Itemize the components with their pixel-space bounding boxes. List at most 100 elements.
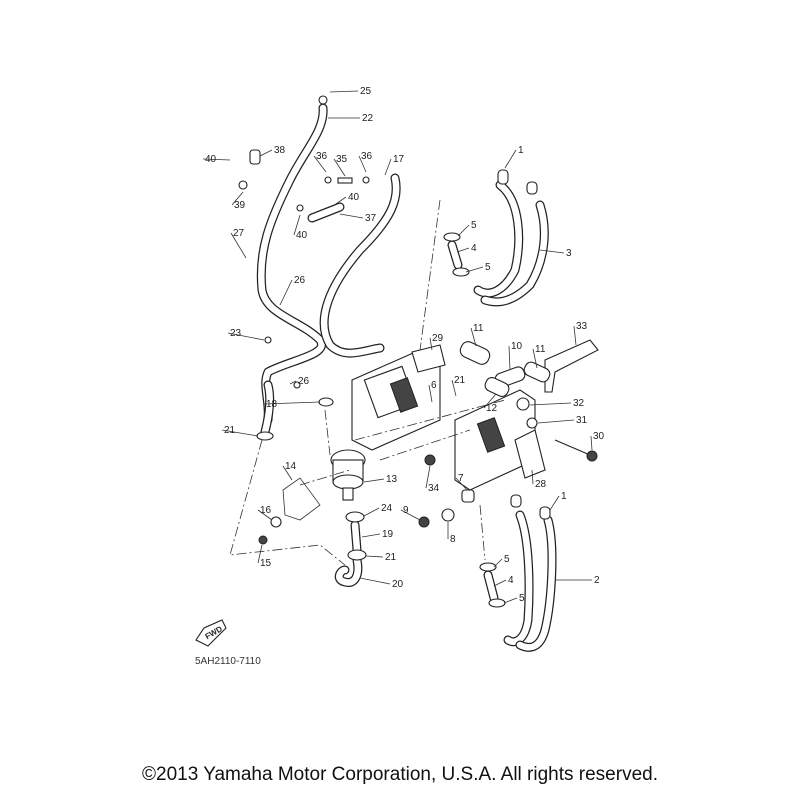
callout-label: 4 [508, 575, 514, 586]
callout-label: 21 [454, 375, 466, 386]
pipe-3 [473, 180, 549, 307]
callout-leader-line [425, 465, 431, 489]
callout-leader-line [339, 213, 364, 219]
callout-leader-line [263, 401, 321, 405]
callout-label: 10 [511, 341, 523, 352]
bracket-29 [411, 344, 446, 373]
callout-label: 14 [285, 461, 297, 472]
callout-leader-line [532, 348, 538, 369]
callout-label: 16 [260, 505, 272, 516]
bracket-33 [544, 339, 599, 393]
callout-label: 40 [348, 192, 360, 203]
callout-label: 11 [535, 344, 546, 355]
hose-19 [350, 520, 362, 555]
pipes-10-11-12 [459, 341, 551, 397]
callout-label: 40 [205, 154, 217, 165]
callout-label: 4 [471, 243, 477, 254]
callout-leader-line [230, 232, 247, 259]
callout-leader-line [531, 469, 534, 485]
callout-label: 17 [393, 154, 405, 165]
assembly-lines [229, 199, 506, 566]
callout-label: 3 [566, 248, 572, 259]
callout-leader-line [529, 402, 572, 406]
callout-leader-line [257, 509, 273, 521]
callout-leader-line [457, 224, 470, 237]
hose-37 [307, 202, 345, 223]
callout-label: 30 [593, 431, 605, 442]
callout-leader-line [279, 279, 293, 306]
callout-leader-line [493, 579, 507, 587]
callout-label: 5 [471, 220, 477, 231]
callout-label: 7 [458, 473, 464, 484]
callout-label: 34 [428, 483, 440, 494]
callout-label: 20 [392, 579, 404, 590]
callout-label: 19 [382, 529, 394, 540]
callout-label: 1 [518, 145, 524, 156]
callout-leader-line [429, 337, 433, 351]
callout-leader-line [573, 325, 577, 346]
callout-leader-line [313, 155, 327, 173]
callout-label: 31 [576, 415, 588, 426]
callout-label: 32 [573, 398, 585, 409]
bracket-28 [514, 429, 546, 479]
callout-label: 27 [233, 228, 245, 239]
callout-leader-line [537, 419, 575, 424]
callout-label: 6 [431, 380, 437, 391]
callout-label: 40 [296, 230, 308, 241]
callout-leader-line [549, 495, 560, 511]
callout-label: 26 [294, 275, 306, 286]
callout-label: 5 [519, 593, 525, 604]
callout-leader-line [451, 379, 457, 397]
callout-leader-line [483, 393, 497, 409]
callout-label: 8 [450, 534, 456, 545]
callout-label: 26 [298, 376, 310, 387]
callout-leader-line [539, 249, 565, 254]
callout-label: 11 [473, 323, 484, 334]
callout-leader-line [465, 266, 484, 273]
callout-leader-line [455, 477, 468, 491]
bracket-14 [282, 477, 321, 521]
callout-label: 36 [316, 151, 328, 162]
callout-label: 39 [234, 200, 246, 211]
callout-leader-line [493, 558, 503, 568]
callout-label: 36 [361, 151, 373, 162]
callout-leader-line [384, 158, 392, 176]
hose-20 [334, 555, 363, 587]
callout-label: 9 [403, 505, 409, 516]
callout-label: 25 [360, 86, 372, 97]
callout-leader-line [456, 247, 470, 253]
air-cut-valve-assembly [351, 349, 536, 491]
reed-valve-13 [330, 449, 366, 501]
callout-label: 2 [594, 575, 600, 586]
hose-17 [319, 173, 401, 358]
callout-leader-line [333, 158, 346, 177]
callout-label: 13 [386, 474, 398, 485]
callout-leader-line [504, 149, 517, 169]
callout-leader-line [227, 332, 265, 341]
callout-label: 1 [561, 491, 567, 502]
callout-leader-line [361, 533, 381, 538]
diagram-code: 5AH2110-7110 [195, 656, 261, 667]
callout-label: 33 [576, 321, 588, 332]
small-parts [238, 95, 598, 608]
callout-leader-line [329, 90, 359, 93]
callout-leader-line [363, 507, 380, 517]
callout-label: 22 [362, 113, 374, 124]
callout-leader-line [282, 465, 293, 481]
callout-label: 38 [274, 145, 286, 156]
callout-label: 21 [224, 425, 236, 436]
callout-leader-line [231, 191, 244, 206]
fwd-arrow-icon: FWD [195, 619, 227, 647]
callout-label: 37 [365, 213, 377, 224]
callout-leader-line [293, 214, 301, 236]
callout-leader-line [470, 327, 477, 347]
callout-leader-line [428, 384, 433, 403]
callout-leader-line [221, 429, 259, 437]
callout-label: 24 [381, 503, 393, 514]
callout-label: 12 [486, 403, 498, 414]
callout-leader-line [202, 158, 231, 161]
callout-leader-line [508, 345, 511, 371]
